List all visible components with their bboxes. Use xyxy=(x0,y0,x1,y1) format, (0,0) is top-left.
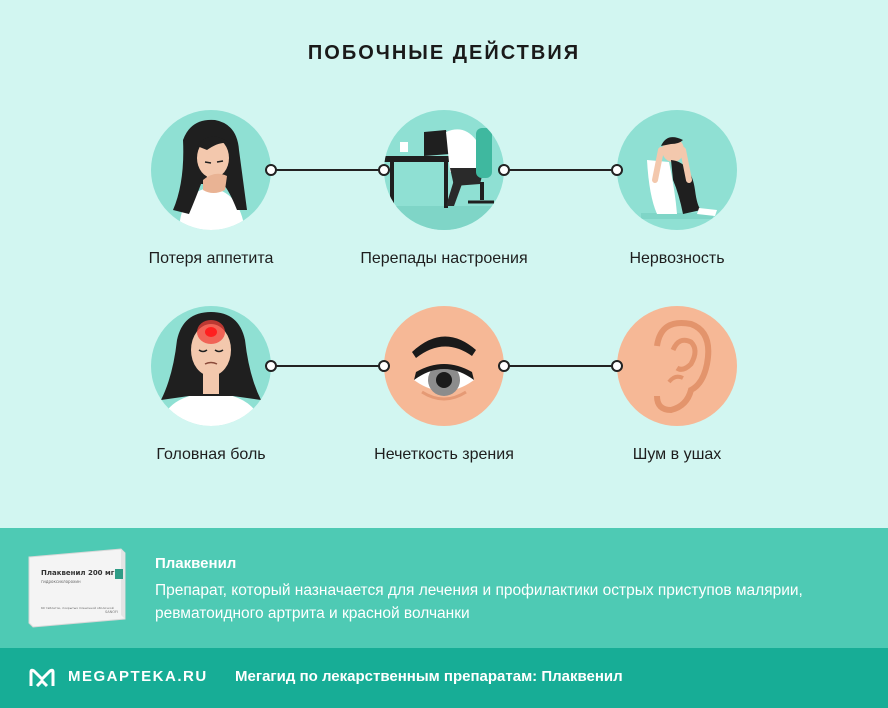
connector-dot xyxy=(611,360,623,372)
connector-dot xyxy=(378,164,390,176)
page-title: ПОБОЧНЫЕ ДЕЙСТВИЯ xyxy=(307,42,581,64)
footer-band xyxy=(0,648,888,708)
brand-name[interactable]: MEGAPTEKA.RU xyxy=(68,668,208,685)
woman-holding-stomach-icon xyxy=(151,110,271,230)
connector-line xyxy=(504,365,617,367)
connector-line xyxy=(504,169,617,171)
drug-info-band xyxy=(0,528,888,648)
eye-icon xyxy=(384,306,504,426)
footer-caption: Мегагид по лекарственным препаратам: Пла… xyxy=(235,668,623,685)
connector-dot xyxy=(498,360,510,372)
package-title: Плаквенил 200 мг xyxy=(41,569,115,577)
woman-headache-icon xyxy=(151,306,271,426)
package-subtitle: гидроксихлорохин xyxy=(41,579,81,584)
effect-label-mood: Перепады настроения xyxy=(360,250,528,267)
connector-dot xyxy=(498,164,510,176)
ear-icon xyxy=(617,306,737,426)
package-note: 60 таблеток, покрытых пленочной оболочко… xyxy=(41,606,114,610)
effect-label-headache: Головная боль xyxy=(156,446,266,463)
drug-description: Препарат, который назначается для лечени… xyxy=(155,582,803,622)
drug-name: Плаквенил xyxy=(155,555,237,572)
package-maker: SANOFI xyxy=(105,610,118,614)
connector-dot xyxy=(265,360,277,372)
effect-label-tinnitus: Шум в ушах xyxy=(632,446,722,463)
connector-dot xyxy=(265,164,277,176)
drug-package-image: Плаквенил 200 мг гидроксихлорохин 60 таб… xyxy=(27,547,127,629)
connector-line xyxy=(271,365,384,367)
effect-label-appetite: Потеря аппетита xyxy=(148,250,274,267)
connector-dot xyxy=(378,360,390,372)
person-hugging-knees-icon xyxy=(617,110,737,230)
megapteka-logo-icon xyxy=(28,666,56,695)
effect-label-blurred-vision: Нечеткость зрения xyxy=(374,446,514,463)
effect-label-nervousness: Нервозность xyxy=(629,250,725,267)
connector-line xyxy=(271,169,384,171)
connector-dot xyxy=(611,164,623,176)
person-slumped-at-desk-icon xyxy=(384,110,504,230)
